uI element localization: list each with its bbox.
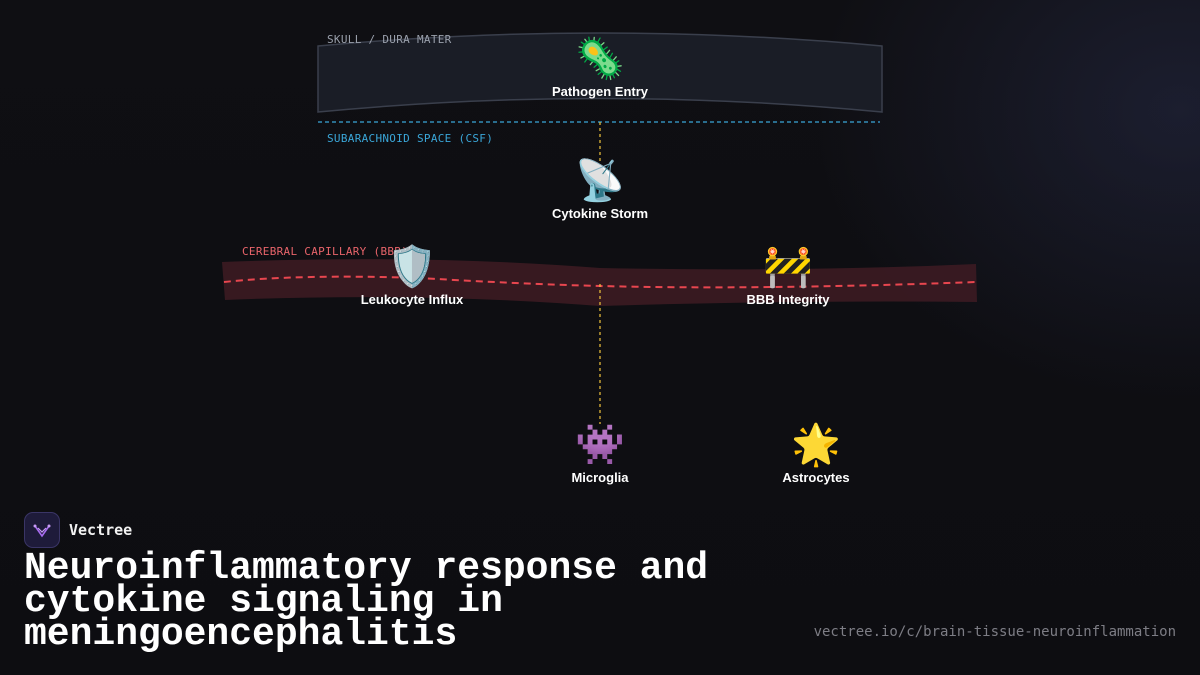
- brand-name: Vectree: [69, 521, 133, 539]
- node-label: Microglia: [571, 470, 629, 485]
- brand[interactable]: Vectree: [24, 512, 132, 548]
- node-label: Astrocytes: [782, 470, 850, 485]
- alien-monster-icon: 👾: [575, 422, 625, 468]
- capillary-flow-line: [223, 275, 977, 289]
- node-astrocytes[interactable]: 🌟 Astrocytes: [726, 422, 906, 485]
- node-bbb-integrity[interactable]: 🚧 BBB Integrity: [698, 244, 878, 307]
- skull-band: [317, 32, 883, 113]
- node-label: Pathogen Entry: [551, 84, 649, 99]
- node-pathogen-entry[interactable]: 🦠 Pathogen Entry: [510, 36, 690, 99]
- region-label-capillary: CEREBRAL CAPILLARY (BBB): [242, 245, 409, 258]
- microbe-icon: 🦠: [575, 36, 625, 82]
- node-cytokine-storm[interactable]: 📡 Cytokine Storm: [510, 158, 690, 221]
- construction-barrier-icon: 🚧: [763, 244, 813, 290]
- region-label-csf: SUBARACHNOID SPACE (CSF): [327, 132, 494, 145]
- node-microglia[interactable]: 👾 Microglia: [510, 422, 690, 485]
- node-leukocyte-influx[interactable]: 🛡️ Leukocyte Influx: [322, 244, 502, 307]
- shield-icon: 🛡️: [387, 244, 437, 290]
- node-label: BBB Integrity: [746, 292, 830, 307]
- vectree-logo-icon: [24, 512, 60, 548]
- capillary-band: [222, 259, 977, 306]
- source-url[interactable]: vectree.io/c/brain-tissue-neuroinflammat…: [813, 624, 1176, 640]
- region-label-skull: SKULL / DURA MATER: [327, 33, 452, 46]
- node-label: Leukocyte Influx: [360, 292, 464, 307]
- node-label: Cytokine Storm: [551, 206, 649, 221]
- glowing-star-icon: 🌟: [791, 422, 841, 468]
- page-title: Neuroinflammatory response and cytokine …: [24, 547, 709, 656]
- satellite-dish-icon: 📡: [575, 158, 625, 204]
